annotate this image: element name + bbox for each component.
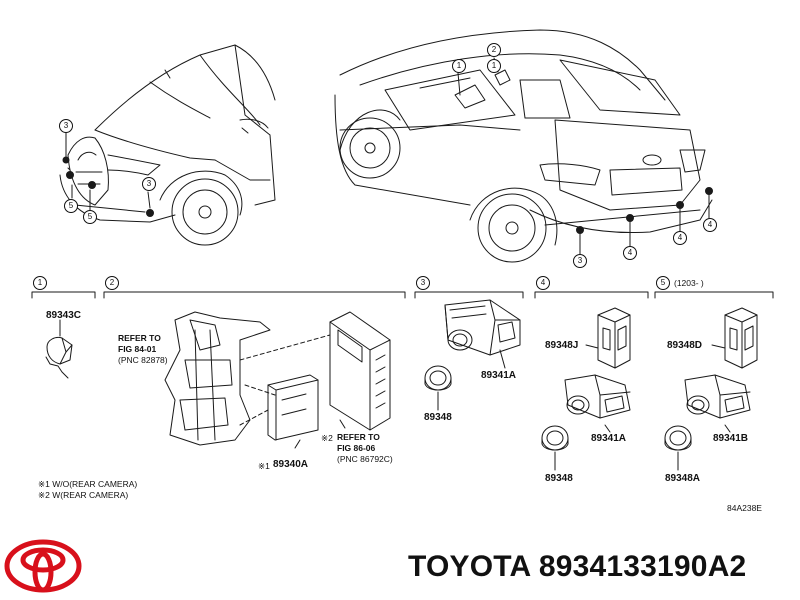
refer-note-1-line2: FIG 84-01 xyxy=(118,344,157,354)
refer-note-1: REFER TO FIG 84-01 (PNC 82878) xyxy=(118,333,168,366)
refer-note-2: REFER TO FIG 86-06 (PNC 86792C) xyxy=(337,432,393,465)
section-2-header: 2 xyxy=(105,276,119,290)
refer-note-2-line1: REFER TO xyxy=(337,432,380,442)
callout-3: 3 xyxy=(59,119,73,133)
callout-1: 1 xyxy=(487,59,501,73)
part-number-89340A: 89340A xyxy=(273,459,309,470)
refer-note-1-line3: (PNC 82878) xyxy=(118,355,168,365)
callout-3: 3 xyxy=(142,177,156,191)
footnote-1: ※1 W/O(REAR CAMERA) xyxy=(38,479,138,489)
part-number-89348A: 89348A xyxy=(665,473,701,484)
part-3-drawing xyxy=(424,299,521,411)
part-number-89348: 89348 xyxy=(424,412,452,423)
section-4-header: 4 xyxy=(536,276,550,290)
brand-part-number: TOYOTA 8934133190A2 xyxy=(408,550,747,583)
part-number-89348D: 89348D xyxy=(667,340,703,351)
callout-2: 2 xyxy=(487,43,501,57)
rear-vehicle-illustration xyxy=(334,29,713,263)
refer-note-1-line1: REFER TO xyxy=(118,333,161,343)
part-number-89341B: 89341B xyxy=(713,433,749,444)
section-brackets xyxy=(31,291,774,299)
diagram-code: 84A238E xyxy=(727,503,762,513)
callout-1: 1 xyxy=(452,59,466,73)
footnote-2: ※2 W(REAR CAMERA) xyxy=(38,490,129,500)
callout-4: 4 xyxy=(623,246,637,260)
mark-1: ※1 xyxy=(258,461,270,471)
toyota-logo-icon xyxy=(4,539,82,593)
mark-2: ※2 xyxy=(321,433,333,443)
section-3-header: 3 xyxy=(416,276,430,290)
section-5-date-range: (1203- ) xyxy=(674,278,704,288)
part-number-89348J: 89348J xyxy=(545,340,579,351)
part-2-drawing xyxy=(164,311,391,449)
refer-note-2-line3: (PNC 86792C) xyxy=(337,454,393,464)
part-number-89348: 89348 xyxy=(545,473,573,484)
part-5-drawing xyxy=(664,307,758,471)
callout-3: 3 xyxy=(573,254,587,268)
section-5-header: 5 xyxy=(656,276,670,290)
callout-4: 4 xyxy=(703,218,717,232)
part-4-drawing xyxy=(541,307,631,471)
callout-5: 5 xyxy=(64,199,78,213)
part-number-89343C: 89343C xyxy=(46,310,82,321)
part-number-89341A: 89341A xyxy=(591,433,627,444)
section-1-header: 1 xyxy=(33,276,47,290)
part-89343C-drawing xyxy=(45,319,73,379)
callout-5: 5 xyxy=(83,210,97,224)
refer-note-2-line2: FIG 86-06 xyxy=(337,443,376,453)
callout-4: 4 xyxy=(673,231,687,245)
part-number-89341A: 89341A xyxy=(481,370,517,381)
